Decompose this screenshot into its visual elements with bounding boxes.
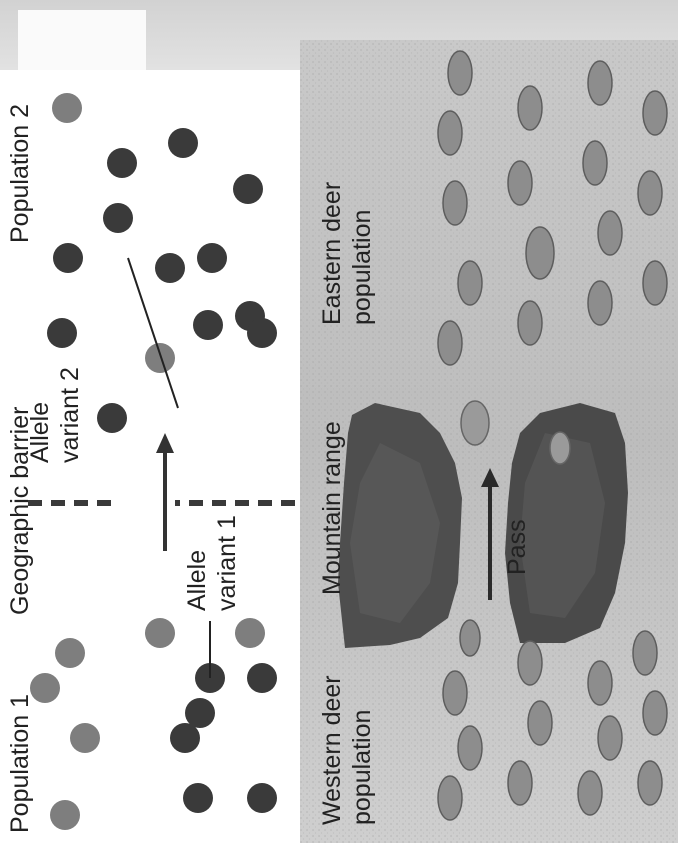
deer xyxy=(458,261,482,305)
allele-2-circle xyxy=(47,318,77,348)
deer xyxy=(643,261,667,305)
allele-1-line1: Allele xyxy=(183,550,211,611)
deer xyxy=(438,321,462,365)
gene-flow-arrowhead xyxy=(156,433,174,453)
deer xyxy=(550,432,570,464)
deer xyxy=(458,726,482,770)
deer xyxy=(438,776,462,820)
diagram-canvas: Population 1 Population 2 Geographic bar… xyxy=(0,40,678,843)
allele-2-circle xyxy=(155,253,185,283)
allele-2-circle xyxy=(193,310,223,340)
allele-2-circle xyxy=(197,243,227,273)
deer xyxy=(598,211,622,255)
population-1-label: Population 1 xyxy=(6,694,34,833)
deer xyxy=(578,771,602,815)
deer xyxy=(461,401,489,445)
allele-1-circle xyxy=(50,800,80,830)
allele-variant-2-label: Allele variant 2 xyxy=(26,367,84,463)
allele-2-circle xyxy=(247,783,277,813)
deer xyxy=(526,227,554,279)
deer xyxy=(443,181,467,225)
allele-2-circle xyxy=(53,243,83,273)
allele-variant-1-label: Allele variant 1 xyxy=(183,515,241,611)
deer xyxy=(643,91,667,135)
allele-2-line2: variant 2 xyxy=(56,367,84,463)
allele-2-line1: Allele xyxy=(26,402,54,463)
deer xyxy=(638,171,662,215)
allele-2-circle xyxy=(170,723,200,753)
deer xyxy=(508,161,532,205)
allele-2-circle xyxy=(168,128,198,158)
deer xyxy=(518,86,542,130)
allele-2-circle xyxy=(103,203,133,233)
deer xyxy=(583,141,607,185)
deer xyxy=(448,51,472,95)
allele-2-circle xyxy=(97,403,127,433)
allele-1-circle xyxy=(30,673,60,703)
population-2-label: Population 2 xyxy=(6,104,34,243)
deer xyxy=(518,301,542,345)
deer xyxy=(508,761,532,805)
allele-2-circle xyxy=(183,783,213,813)
allele-2-circle xyxy=(233,174,263,204)
eastern-line2: population xyxy=(348,210,376,325)
deer xyxy=(518,641,542,685)
eastern-line1: Eastern deer xyxy=(318,182,346,325)
deer xyxy=(633,631,657,675)
gene-flow-diagram: Population 1 Population 2 Geographic bar… xyxy=(0,40,678,843)
deer xyxy=(588,661,612,705)
deer xyxy=(598,716,622,760)
deer xyxy=(588,281,612,325)
allele-1-circle xyxy=(52,93,82,123)
allele-1-circle xyxy=(145,343,175,373)
deer xyxy=(638,761,662,805)
allele-2-circle xyxy=(247,318,277,348)
population-1-group xyxy=(30,618,277,830)
deer xyxy=(460,620,480,656)
allele-1-circle xyxy=(145,618,175,648)
allele-2-circle xyxy=(107,148,137,178)
deer xyxy=(643,691,667,735)
allele-1-circle xyxy=(235,618,265,648)
allele-1-circle xyxy=(70,723,100,753)
deer xyxy=(528,701,552,745)
pass-label: Pass xyxy=(503,519,531,575)
deer xyxy=(438,111,462,155)
mountain-range-label: Mountain range xyxy=(318,421,346,595)
allele-1-line2: variant 1 xyxy=(213,515,241,611)
deer xyxy=(443,671,467,715)
western-line2: population xyxy=(348,710,376,825)
allele-2-circle xyxy=(247,663,277,693)
allele-1-circle xyxy=(55,638,85,668)
allele-2-circle xyxy=(185,698,215,728)
deer xyxy=(588,61,612,105)
